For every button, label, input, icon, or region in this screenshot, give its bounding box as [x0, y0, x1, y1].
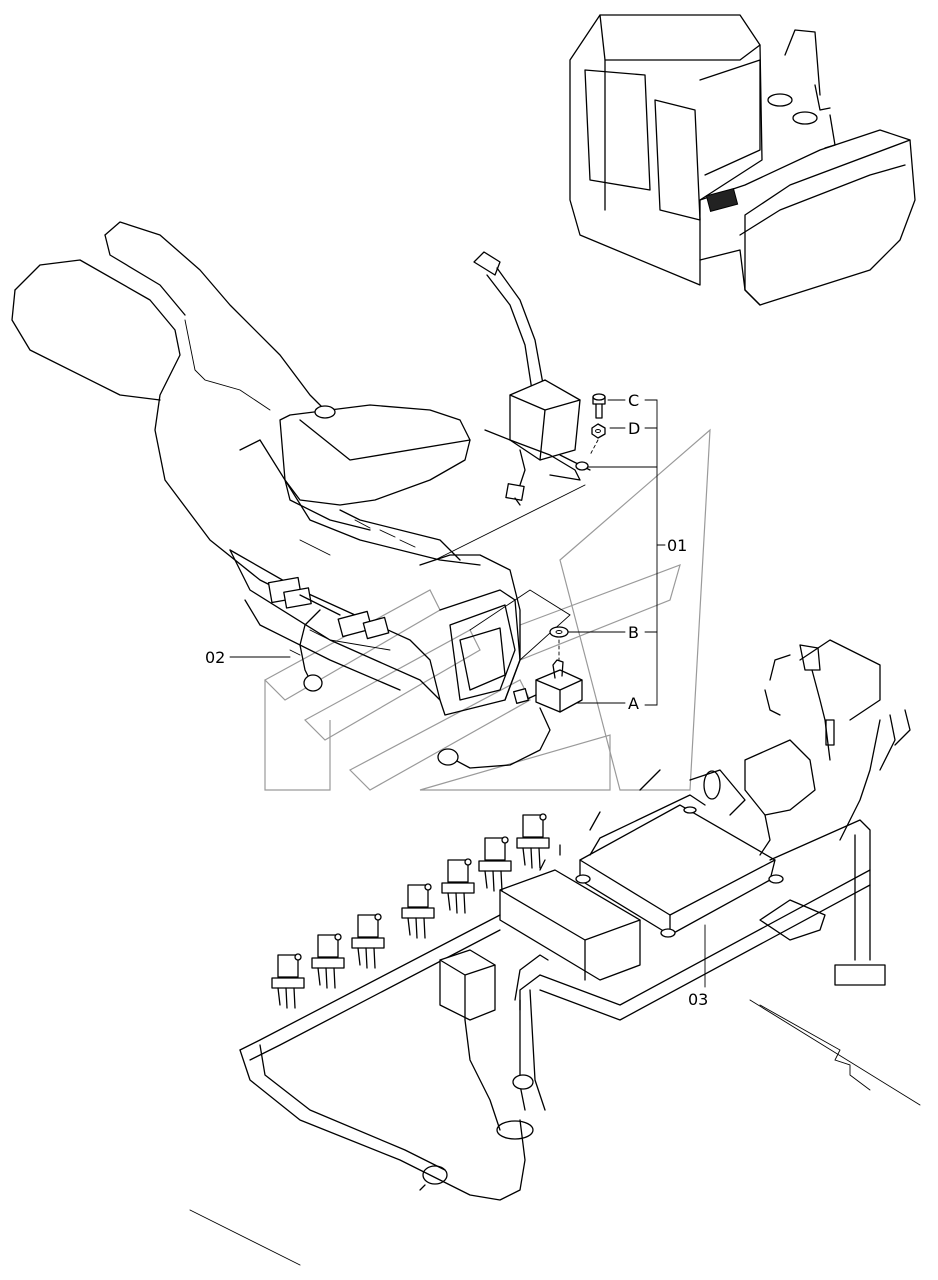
lower-harness — [239, 949, 549, 1201]
cab-overview-icon — [569, 14, 916, 306]
callout-02: 02 — [205, 648, 225, 667]
callout-03: 03 — [688, 990, 708, 1009]
operator-seat — [11, 221, 481, 601]
callout-b: B — [628, 623, 639, 642]
toggle-switch-icon — [437, 659, 583, 769]
callout-01: 01 — [667, 536, 687, 555]
callout-a: A — [628, 694, 639, 713]
nut-icon — [591, 423, 606, 439]
callout-c: C — [628, 391, 639, 410]
wire-harness-icon — [267, 576, 391, 692]
controller-unit-icon — [575, 794, 784, 938]
callout-labels: 01 02 03 A B C D — [205, 391, 708, 1009]
leader-lines — [229, 399, 706, 988]
washer-icon — [549, 626, 569, 638]
bolt-icon — [592, 393, 606, 419]
side-console — [229, 509, 521, 716]
callout-d: D — [628, 419, 640, 438]
watermark-logo — [264, 428, 711, 791]
frame-and-blower — [189, 639, 921, 1266]
relay-bank-icon — [271, 813, 550, 1009]
lever-switch-icon — [473, 251, 591, 506]
